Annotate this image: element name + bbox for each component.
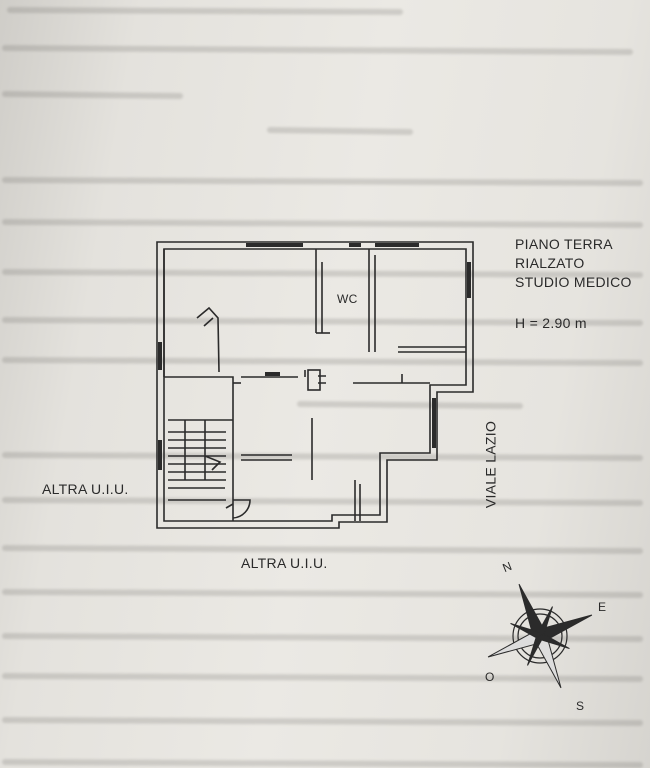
neighbor-left-label: ALTRA U.I.U. (42, 481, 129, 497)
outer-wall (156, 241, 474, 529)
compass-west: O (485, 670, 495, 684)
height-note: H = 2.90 m (515, 315, 587, 331)
floor-title-line: PIANO TERRA (515, 236, 613, 252)
floor-title-line: STUDIO MEDICO (515, 274, 632, 290)
wc-label: WC (337, 292, 358, 306)
compass-south: S (576, 699, 585, 713)
floor-title-line: RIALZATO (515, 255, 585, 271)
neighbor-bottom-label: ALTRA U.I.U. (241, 555, 328, 571)
inner-wall (163, 248, 467, 522)
floor-title: PIANO TERRA RIALZATO STUDIO MEDICO (515, 235, 632, 292)
compass-east: E (598, 600, 607, 614)
